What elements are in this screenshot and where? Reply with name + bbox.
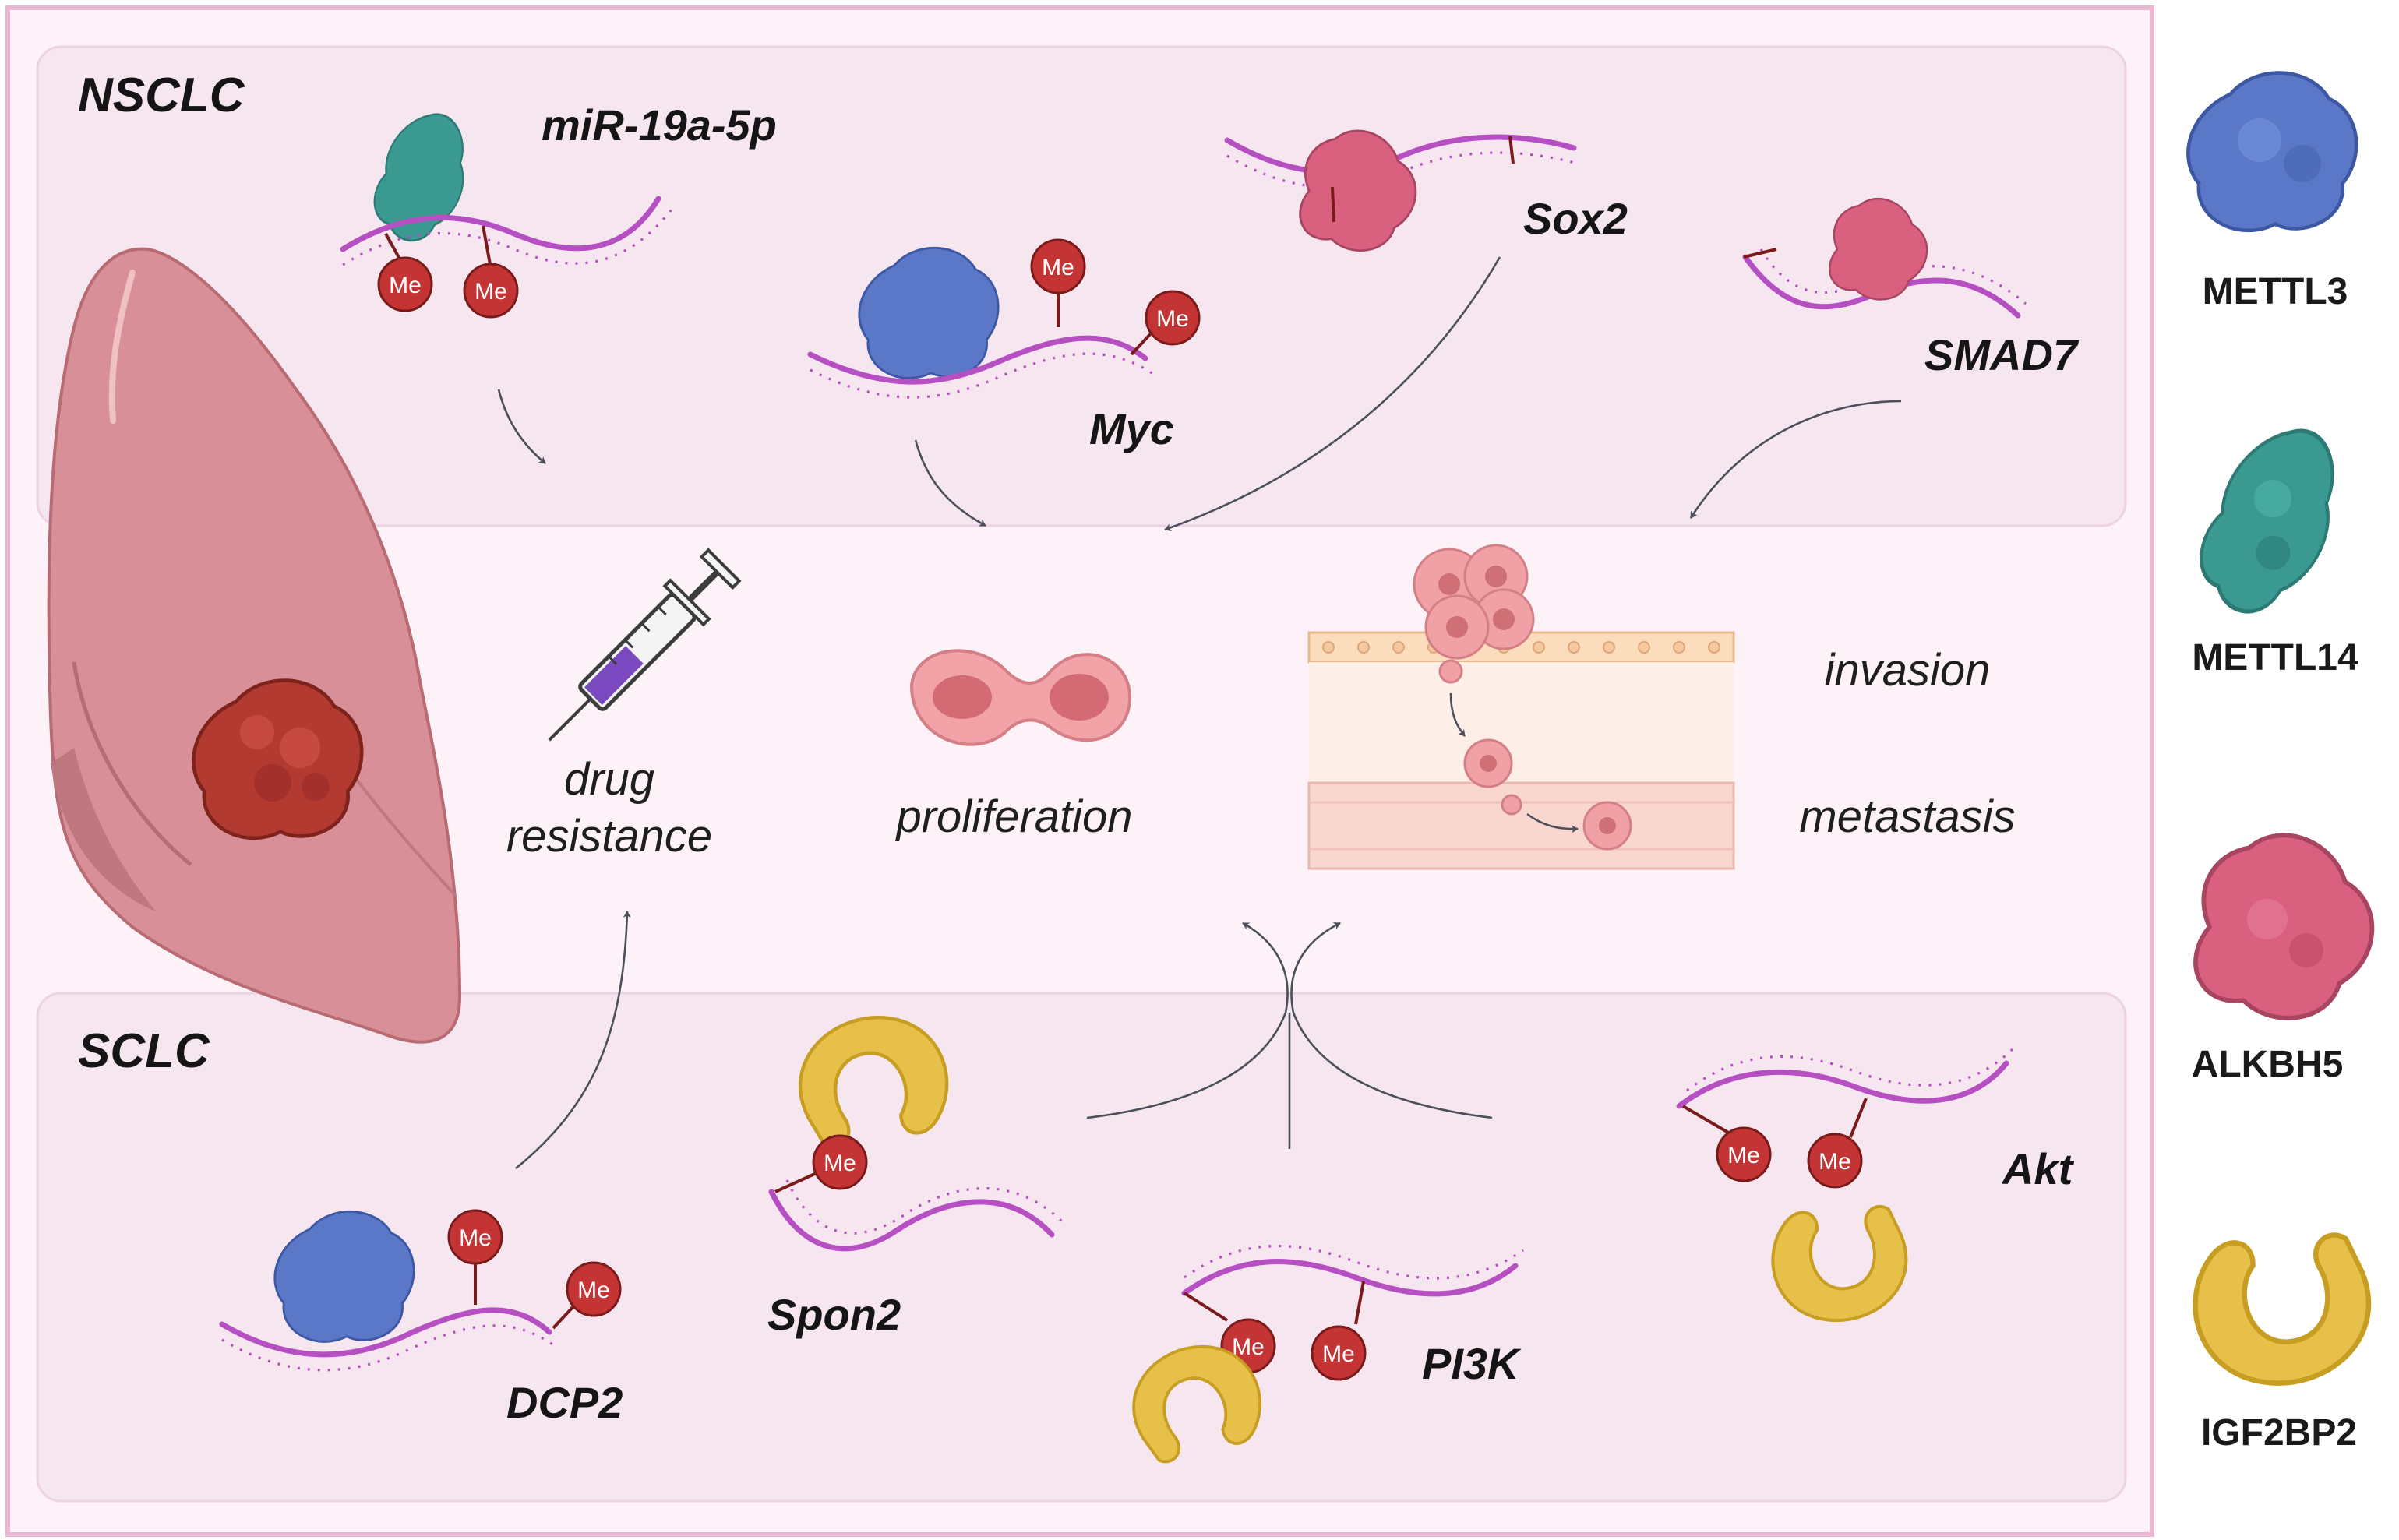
me-badge: Me	[475, 279, 507, 305]
gene-akt: Akt	[2001, 1144, 2075, 1193]
me-badge: Me	[577, 1277, 610, 1303]
gene-myc: Myc	[1089, 404, 1174, 453]
arrow-myc	[914, 439, 986, 527]
legend-label-alkbh5: ALKBH5	[2192, 1044, 2344, 1085]
arrow-spon2	[1086, 922, 1289, 1119]
outcome-drug-resistance-line1: drug	[564, 754, 654, 805]
spon2-complex: Me	[768, 1002, 1065, 1252]
gene-spon2: Spon2	[767, 1290, 901, 1339]
me-badge: Me	[1156, 306, 1189, 332]
me-badge: Me	[1727, 1143, 1760, 1168]
outcome-invasion: invasion	[1825, 645, 1991, 696]
me-badge: Me	[1322, 1341, 1355, 1367]
nsclc-panel	[36, 45, 2127, 527]
arrow-mir19a	[497, 389, 546, 464]
sox2-complex	[1224, 129, 1579, 252]
legend-label-igf2bp2: IGF2BP2	[2201, 1412, 2357, 1454]
legend-alkbh5-icon	[2196, 835, 2372, 1018]
sclc-panel	[36, 992, 2127, 1503]
legend-mettl3-icon	[2188, 73, 2356, 231]
gene-sox2: Sox2	[1523, 194, 1628, 243]
outcome-proliferation: proliferation	[894, 791, 1132, 842]
myc-complex: Me Me	[807, 238, 1201, 399]
legend: METTL3 METTL14 ALKBH5 IGF2BP2	[2176, 73, 2381, 1454]
lung-icon	[47, 247, 462, 1044]
nsclc-title: NSCLC	[78, 69, 245, 122]
me-badge: Me	[1042, 255, 1074, 280]
arrow-smad7	[1689, 400, 1902, 519]
smad7-complex	[1742, 197, 2027, 319]
tumor-icon	[193, 681, 362, 838]
tissue-invasion-icon	[1307, 544, 1735, 870]
arrow-dcp2	[515, 911, 631, 1170]
gene-dcp2: DCP2	[506, 1378, 623, 1427]
outcome-metastasis: metastasis	[1799, 791, 2015, 842]
syringe-icon	[548, 548, 742, 742]
legend-label-mettl14: METTL14	[2192, 637, 2358, 678]
legend-label-mettl3: METTL3	[2203, 271, 2348, 312]
gene-pi3k: PI3K	[1422, 1339, 1522, 1388]
gene-mir19a: miR-19a-5p	[542, 100, 777, 150]
me-badge: Me	[389, 273, 422, 298]
legend-mettl14-icon	[2176, 410, 2369, 631]
outcome-drug-resistance-line2: resistance	[506, 811, 712, 862]
dividing-cell-icon	[909, 649, 1132, 746]
sclc-title: SCLC	[78, 1024, 210, 1078]
mir19a-complex: Me Me	[340, 100, 676, 319]
pi3k-complex: Me Me	[1116, 1244, 1524, 1476]
gene-smad7: SMAD7	[1924, 330, 2080, 379]
me-badge: Me	[824, 1151, 856, 1176]
arrow-sox2	[1164, 256, 1501, 532]
arrow-akt	[1290, 922, 1493, 1119]
me-badge: Me	[1232, 1334, 1265, 1360]
legend-igf2bp2-icon	[2185, 1221, 2381, 1397]
me-badge: Me	[459, 1225, 492, 1251]
dcp2-complex: Me Me	[219, 1209, 622, 1372]
me-badge: Me	[1819, 1149, 1851, 1175]
akt-complex: Me Me	[1676, 1046, 2016, 1333]
